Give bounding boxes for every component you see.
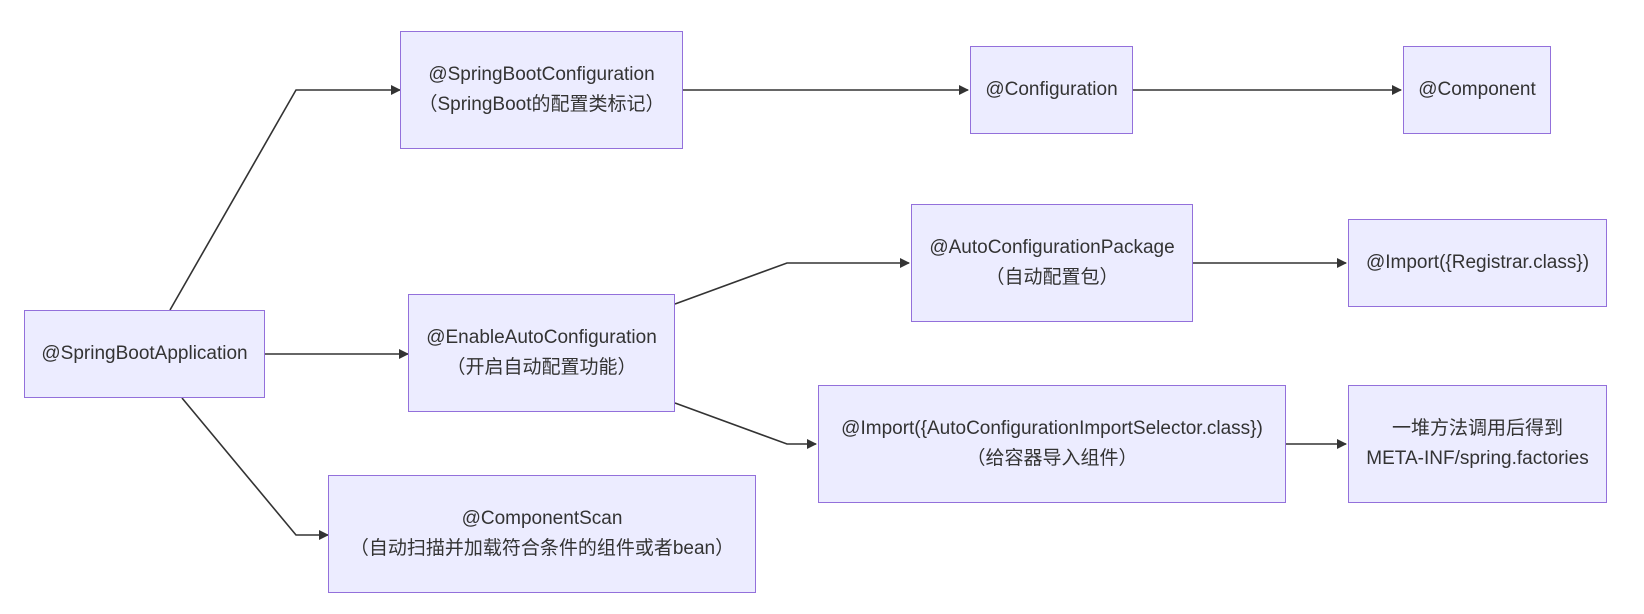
edge-app-to-scan (181, 397, 329, 540)
node-label: @AutoConfigurationPackage (929, 237, 1175, 258)
node-label: @SpringBootApplication (41, 343, 248, 364)
edge-app-to-sbconf (169, 85, 401, 311)
node-spring-factories: 一堆方法调用后得到 META-INF/spring.factories (1348, 385, 1607, 503)
node-sublabel: （开启自动配置功能） (446, 357, 637, 378)
node-import-selector: @Import({AutoConfigurationImportSelector… (818, 385, 1286, 503)
node-spring-boot-application: @SpringBootApplication (24, 310, 265, 398)
node-sublabel: （SpringBoot的配置类标记） (418, 94, 665, 115)
node-sublabel: （自动配置包） (985, 267, 1119, 288)
node-sublabel: （给容器导入组件） (966, 448, 1138, 469)
node-label: @Import({Registrar.class}) (1365, 252, 1590, 273)
node-label: 一堆方法调用后得到 (1391, 418, 1563, 439)
node-auto-configuration-package: @AutoConfigurationPackage （自动配置包） (911, 204, 1193, 322)
node-enable-auto-configuration: @EnableAutoConfiguration （开启自动配置功能） (408, 294, 675, 412)
node-configuration: @Configuration (970, 46, 1133, 134)
edge-enable-to-autopkg (674, 258, 910, 305)
node-label: @SpringBootConfiguration (428, 64, 655, 85)
node-component: @Component (1403, 46, 1551, 134)
edge-enable-to-importsel (674, 402, 817, 449)
node-sublabel: （自动扫描并加载符合条件的组件或者bean） (349, 538, 735, 559)
node-label: @Component (1418, 79, 1536, 100)
node-spring-boot-configuration: @SpringBootConfiguration （SpringBoot的配置类… (400, 31, 683, 149)
node-import-registrar: @Import({Registrar.class}) (1348, 219, 1607, 307)
node-label: @Import({AutoConfigurationImportSelector… (841, 418, 1263, 439)
node-sublabel: META-INF/spring.factories (1366, 448, 1589, 469)
node-label: @Configuration (985, 79, 1118, 100)
node-label: @EnableAutoConfiguration (426, 327, 657, 348)
node-label: @ComponentScan (461, 508, 623, 529)
node-component-scan: @ComponentScan （自动扫描并加载符合条件的组件或者bean） (328, 475, 756, 593)
